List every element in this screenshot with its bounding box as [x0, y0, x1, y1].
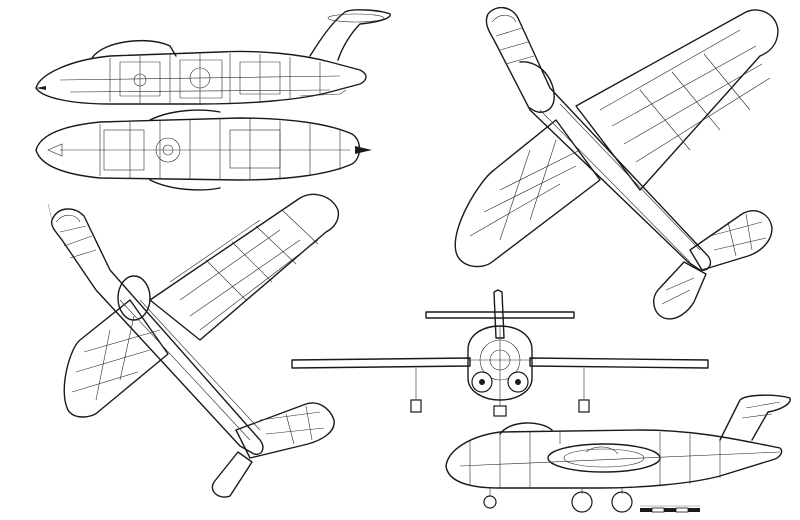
side-cutaway-view [35, 9, 391, 105]
scale-bar [640, 505, 700, 513]
planform-view-lower [47, 193, 340, 498]
side-view [445, 394, 791, 513]
front-view [291, 289, 709, 417]
top-cutaway-view [35, 109, 372, 191]
planform-view-upper [454, 7, 779, 320]
